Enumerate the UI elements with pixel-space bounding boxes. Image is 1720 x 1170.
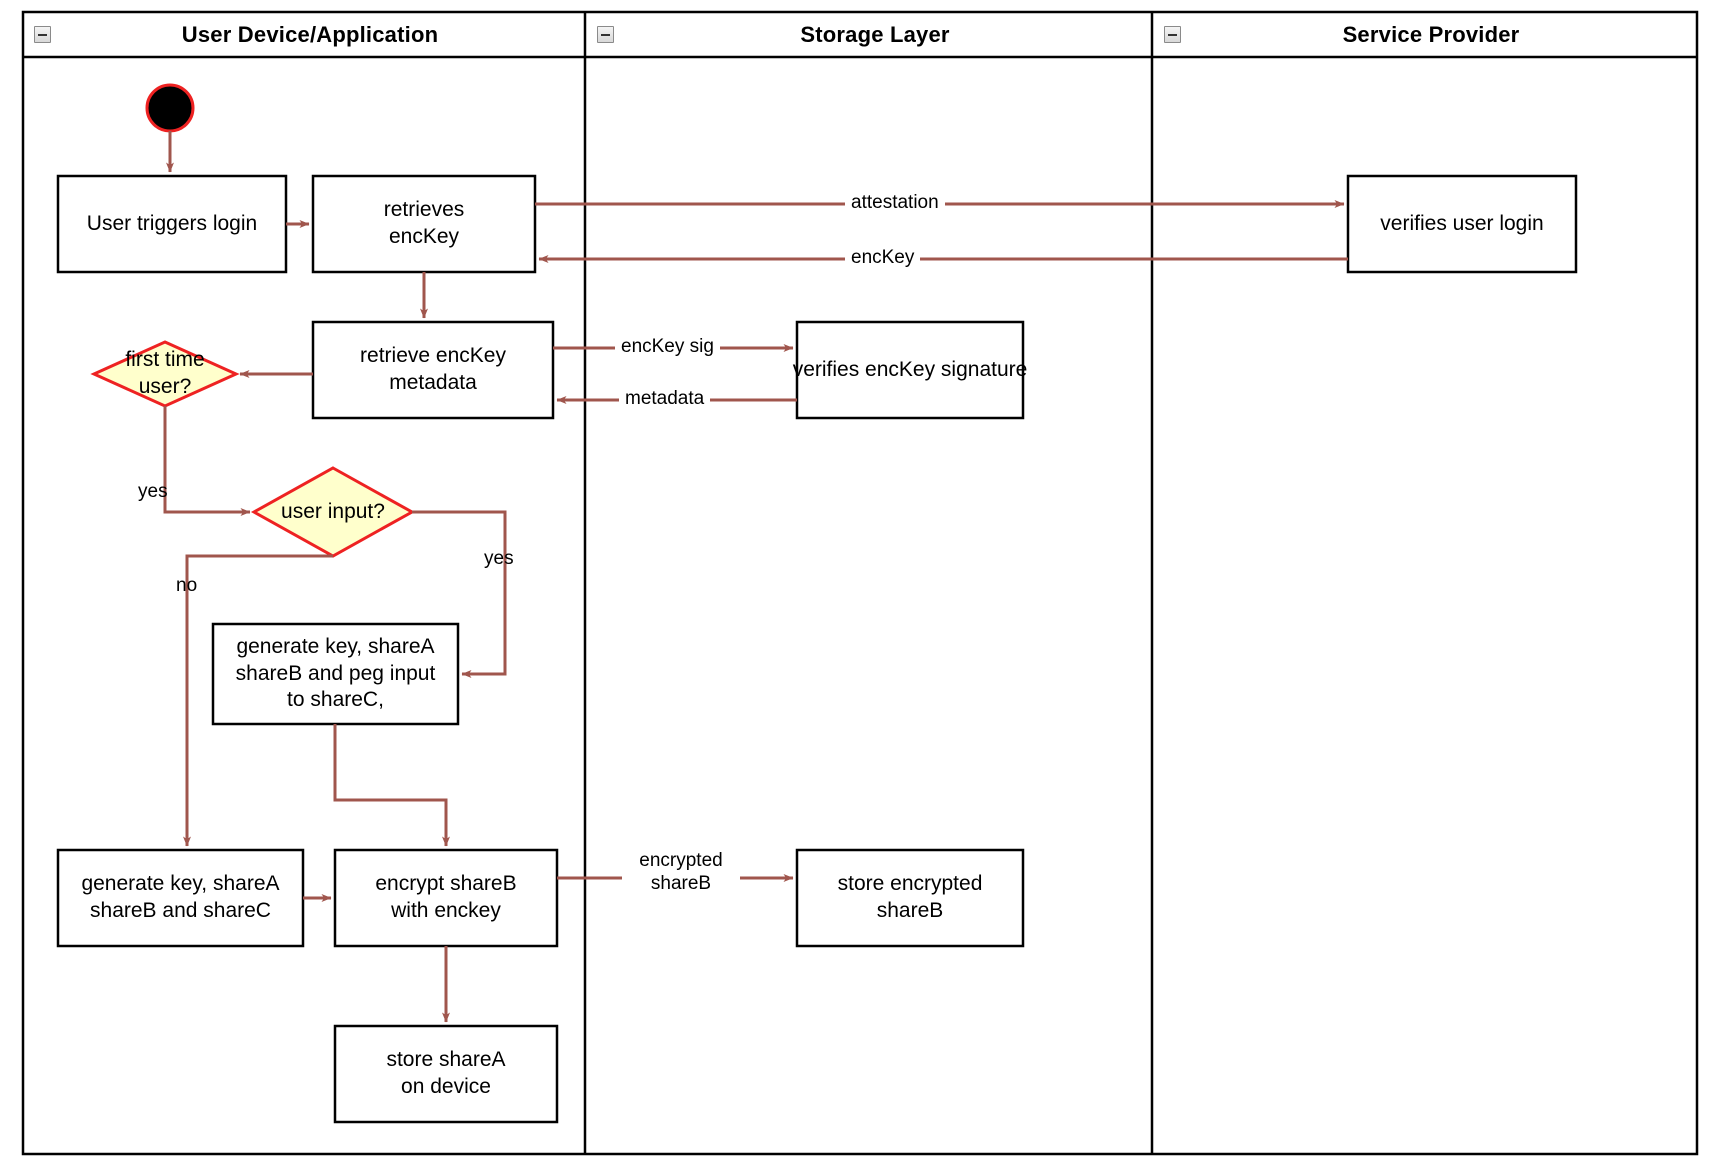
- hit-store-encrypted-shareb[interactable]: [797, 850, 1023, 946]
- hit-generate-abc[interactable]: [58, 850, 303, 946]
- node-retrieves-enckey: [311, 174, 537, 274]
- node-verifies-enckey-signature: [795, 320, 1025, 420]
- lane-title-text: User Device/Application: [181, 21, 439, 47]
- hit-encrypt-shareb[interactable]: [335, 850, 557, 946]
- hit-first-time-user[interactable]: [94, 342, 236, 406]
- lane-title-user-device: User Device/Application: [45, 12, 575, 57]
- hit-retrieve-enckey-metadata[interactable]: [313, 322, 553, 418]
- lane-title-text: Storage Layer: [800, 21, 950, 47]
- lane-title-text: Service Provider: [1342, 21, 1520, 47]
- node-generate-abc: [56, 848, 305, 948]
- collapse-icon-lane-2[interactable]: [597, 26, 614, 43]
- collapse-icon-lane-3[interactable]: [1164, 26, 1181, 43]
- hit-store-sharea[interactable]: [335, 1026, 557, 1122]
- hit-verifies-enckey-signature[interactable]: [797, 322, 1023, 418]
- edge-no-to-generate-abc: [183, 554, 333, 847]
- node-store-encrypted-shareb: [795, 848, 1025, 948]
- node-encrypt-shareb: [333, 848, 559, 948]
- node-verifies-user-login: [1346, 174, 1578, 274]
- node-generate-peg: [211, 622, 460, 726]
- lane-title-service-provider: Service Provider: [1175, 12, 1687, 57]
- collapse-icon-lane-1[interactable]: [34, 26, 51, 43]
- node-store-sharea: [333, 1024, 559, 1124]
- hit-retrieves-enckey[interactable]: [313, 176, 535, 272]
- hit-start-node[interactable]: [147, 85, 193, 131]
- node-retrieve-enckey-metadata: [311, 320, 555, 420]
- hit-verifies-user-login[interactable]: [1348, 176, 1576, 272]
- edge-peg-to-encrypt: [333, 724, 450, 847]
- lane-title-storage-layer: Storage Layer: [608, 12, 1142, 57]
- hit-user-triggers-login[interactable]: [58, 176, 286, 272]
- hit-generate-peg[interactable]: [213, 624, 458, 724]
- edge-yes-to-user-input: [163, 406, 251, 516]
- hit-user-input[interactable]: [254, 468, 412, 556]
- edge-yes-to-generate-peg: [412, 510, 507, 678]
